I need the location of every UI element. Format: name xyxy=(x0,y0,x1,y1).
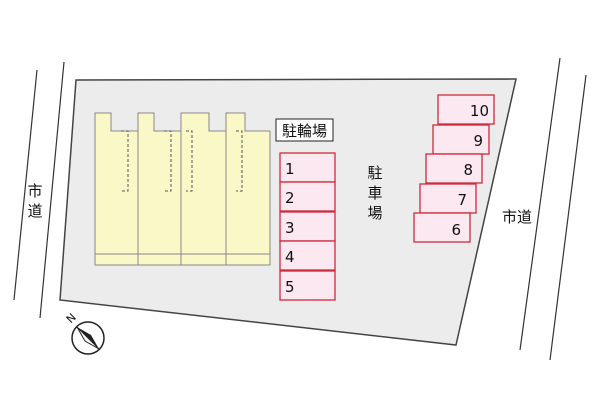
parking-space-number: 6 xyxy=(451,221,461,239)
unit-dividers xyxy=(137,131,227,265)
parking-space-box xyxy=(279,181,336,212)
entrance-dash xyxy=(121,130,129,192)
parking-space-box xyxy=(437,94,495,125)
parking-space-6[interactable]: 6 xyxy=(413,212,471,243)
compass-north-label: N xyxy=(64,311,79,326)
building-balcony-strip xyxy=(94,253,271,266)
parking-row-right: 10 9 8 7 6 xyxy=(413,94,495,243)
parking-space-1[interactable]: 1 xyxy=(279,152,336,183)
parking-space-box xyxy=(279,240,336,271)
parking-space-9[interactable]: 9 xyxy=(432,124,490,155)
parking-label-char: 車 xyxy=(367,184,382,202)
parking-space-number: 1 xyxy=(285,160,295,178)
parking-space-10[interactable]: 10 xyxy=(437,94,495,125)
left-road-label-char: 道 xyxy=(27,202,42,220)
parking-space-number: 10 xyxy=(470,102,489,120)
entrance-dash xyxy=(164,130,172,192)
parking-space-box xyxy=(419,183,477,214)
left-road-line-inner xyxy=(39,61,65,319)
parking-space-8[interactable]: 8 xyxy=(425,153,483,184)
parking-space-7[interactable]: 7 xyxy=(419,183,477,214)
parking-row-left: 1 2 3 4 5 xyxy=(279,152,336,301)
bicycle-parking-label: 駐輪場 xyxy=(282,122,327,140)
parking-space-number: 8 xyxy=(463,161,473,179)
right-road-label: 市道 xyxy=(502,208,532,226)
left-road-line-outer xyxy=(13,69,38,301)
bicycle-parking-box xyxy=(275,118,334,142)
parking-label-char: 場 xyxy=(367,204,382,222)
parking-area-label: 駐 車 場 xyxy=(367,164,382,222)
left-road-label-char: 市 xyxy=(27,182,42,200)
parking-label-char: 駐 xyxy=(367,164,382,182)
parking-space-2[interactable]: 2 xyxy=(279,181,336,212)
building-footprint xyxy=(94,112,271,255)
parking-space-box xyxy=(413,212,471,243)
parking-space-3[interactable]: 3 xyxy=(279,211,336,242)
parking-space-4[interactable]: 4 xyxy=(279,240,336,271)
parking-space-5[interactable]: 5 xyxy=(279,270,336,301)
left-road-label: 市 道 xyxy=(27,182,42,220)
entrance-dash xyxy=(236,130,243,192)
parking-space-box xyxy=(279,270,336,301)
parking-space-number: 5 xyxy=(285,278,295,296)
parking-space-box xyxy=(279,211,336,242)
parking-space-box xyxy=(425,153,483,184)
entrance-dashes xyxy=(121,130,243,192)
parking-space-box xyxy=(432,124,490,155)
parking-space-number: 7 xyxy=(457,191,467,209)
compass-needle-light xyxy=(76,326,100,350)
parking-space-number: 2 xyxy=(285,189,295,207)
north-arrow-icon: N xyxy=(64,311,105,355)
apartment-building xyxy=(94,112,271,266)
entrance-dash xyxy=(186,130,193,192)
right-road-line-outer xyxy=(549,74,587,361)
right-road-line-inner xyxy=(519,57,561,351)
road-lines xyxy=(13,57,587,361)
bicycle-parking: 駐輪場 xyxy=(275,118,334,142)
parking-space-number: 4 xyxy=(285,248,295,266)
parking-space-number: 3 xyxy=(285,219,295,237)
parking-space-number: 9 xyxy=(473,132,483,150)
parking-space-box xyxy=(279,152,336,183)
